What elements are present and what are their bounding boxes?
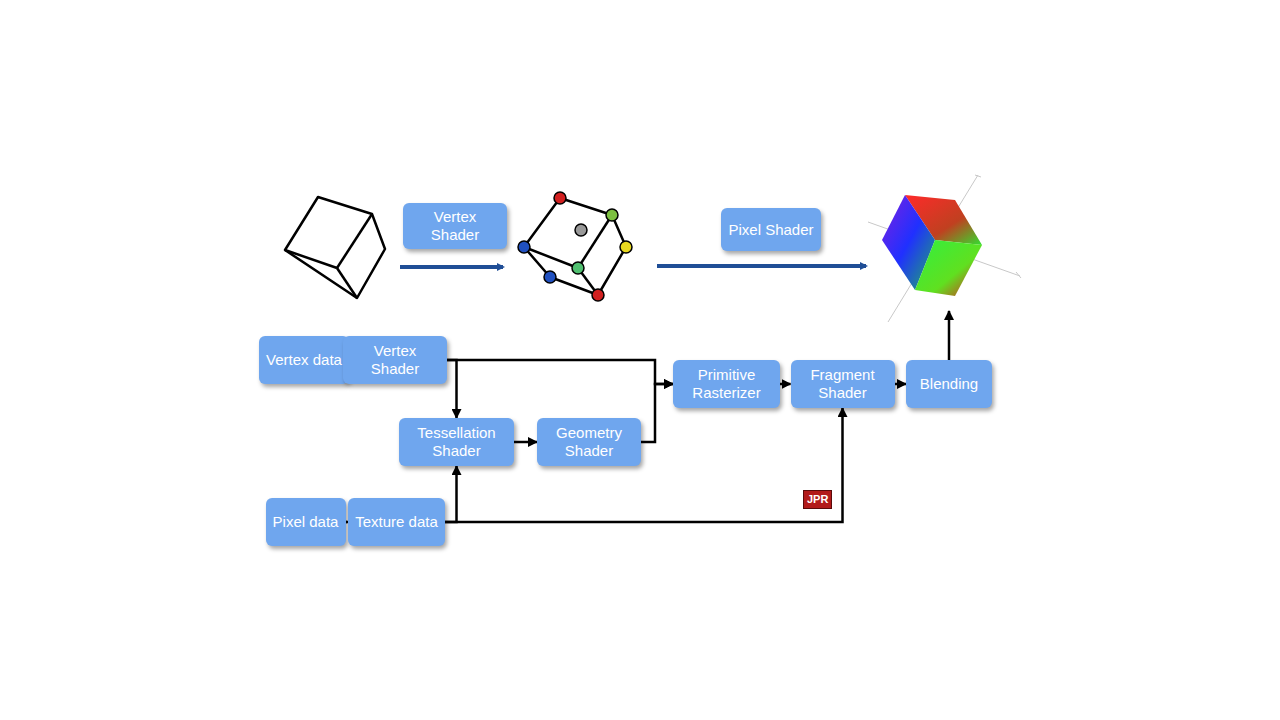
process-box: Geometry Shader: [537, 418, 641, 466]
box-text: Texture data: [355, 513, 438, 531]
flow-arrow: [657, 264, 866, 268]
box-text: Fragment Shader: [798, 366, 888, 402]
data-box: Texture data: [348, 498, 445, 546]
wireframe-cube: [285, 197, 385, 298]
box-text: Tessellation Shader: [412, 424, 502, 460]
flow-connector: [514, 441, 537, 444]
process-box: Vertex Shader: [343, 336, 447, 384]
process-box: Fragment Shader: [791, 360, 895, 408]
data-box: Pixel data: [266, 498, 346, 546]
box-text: Pixel data: [273, 513, 339, 531]
box-text: Geometry Shader: [544, 424, 634, 460]
shaded-cube: [882, 195, 982, 296]
box-text: Primitive Rasterizer: [682, 366, 772, 402]
stage-label: Vertex Shader: [403, 203, 507, 249]
process-box: Primitive Rasterizer: [673, 360, 780, 408]
output-arrow: [948, 311, 951, 360]
flow-connector: [447, 360, 457, 418]
flow-arrow: [400, 265, 503, 269]
axes: [868, 175, 1021, 322]
flow-connector: [445, 466, 457, 522]
process-box: Blending: [906, 360, 992, 408]
flow-connector: [447, 360, 673, 384]
box-text: Vertex Shader: [410, 208, 500, 244]
box-text: Vertex data: [266, 351, 342, 369]
flow-connector: [895, 383, 907, 386]
box-text: Pixel Shader: [728, 221, 813, 239]
process-box: Tessellation Shader: [399, 418, 514, 466]
stage-label: Pixel Shader: [721, 208, 821, 251]
logo-mark: JPR: [803, 490, 832, 509]
vertex-cube: [518, 192, 632, 301]
box-text: Blending: [920, 375, 978, 393]
data-box: Vertex data: [259, 336, 349, 384]
flow-connector: [641, 384, 673, 442]
flow-connector: [780, 383, 791, 386]
box-text: Vertex Shader: [350, 342, 440, 378]
